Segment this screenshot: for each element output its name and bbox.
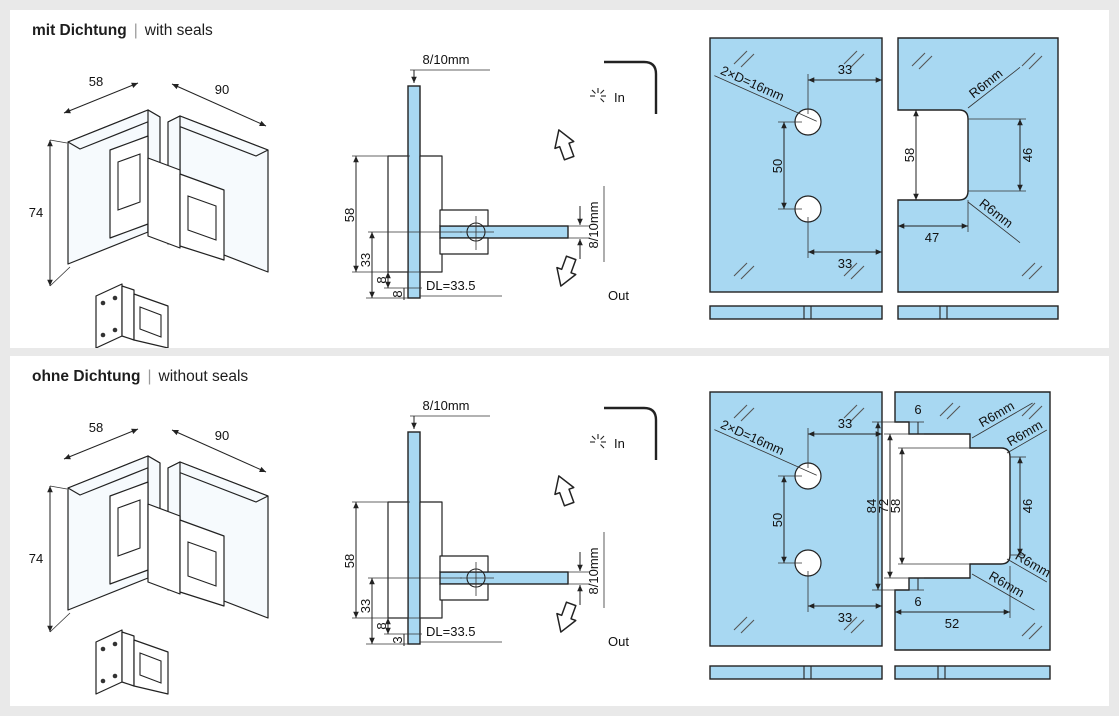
hole-offset-top-label: 33 bbox=[838, 62, 852, 77]
title-german: mit Dichtung bbox=[32, 22, 127, 39]
notch-inner-height-label: 46 bbox=[1020, 148, 1035, 162]
title-english: with seals bbox=[144, 22, 213, 39]
section-hinge-plate-bottom bbox=[439, 583, 489, 601]
section-hinge-plate-right bbox=[419, 501, 443, 619]
section-hinge-plate-top bbox=[439, 555, 489, 573]
notch-84-label: 84 bbox=[864, 499, 879, 513]
iso-depth-label: 58 bbox=[89, 420, 103, 435]
section-view: 8/10mm 58 33 bbox=[342, 52, 658, 303]
glass-cutout-holes: 33 50 33 2×D=16mm bbox=[709, 37, 883, 293]
hole-spacing-label: 50 bbox=[770, 159, 785, 173]
glass-hatch-marks bbox=[733, 404, 865, 634]
glass-offset-label: 8 bbox=[390, 290, 405, 297]
notch-58-label: 58 bbox=[888, 499, 903, 513]
glass-thickness-top-label: 8/10mm bbox=[423, 52, 470, 67]
edge-strip-right bbox=[894, 665, 1051, 680]
edge-strip-right bbox=[897, 305, 1059, 320]
dl-label: DL=33.5 bbox=[426, 278, 476, 293]
wall-corner-line bbox=[604, 406, 658, 460]
title-separator: | bbox=[147, 368, 152, 385]
edge-strip-left bbox=[709, 665, 883, 680]
iso-view: 58 90 74 bbox=[29, 74, 269, 348]
iso-hinge-detail bbox=[95, 629, 169, 695]
iso-hinge-body bbox=[109, 481, 225, 607]
dim-58-label: 58 bbox=[342, 554, 357, 568]
section-hinge-plate-bottom bbox=[439, 237, 489, 255]
iso-hinge-body bbox=[109, 135, 225, 261]
glass-hatch-marks bbox=[733, 50, 865, 280]
dim-33-label: 33 bbox=[358, 253, 373, 267]
in-arrow bbox=[554, 475, 575, 507]
dim-33-label: 33 bbox=[358, 599, 373, 613]
in-label: In bbox=[614, 90, 625, 105]
step-bottom-label: 6 bbox=[914, 594, 921, 609]
out-arrow bbox=[556, 601, 577, 633]
in-arrow bbox=[554, 129, 575, 161]
glass-thickness-right-label: 8/10mm bbox=[586, 548, 601, 595]
hole-offset-bottom-label: 33 bbox=[838, 610, 852, 625]
iso-hinge-detail bbox=[95, 283, 169, 348]
notch-depth-label: 52 bbox=[945, 616, 959, 631]
iso-height-label: 74 bbox=[29, 551, 43, 566]
notch-72-label: 72 bbox=[876, 499, 891, 513]
iso-width-label: 90 bbox=[215, 428, 229, 443]
glass-edge-strips bbox=[709, 305, 1059, 320]
technical-drawing-with-seals: 58 90 74 bbox=[29, 37, 1059, 348]
panel-title: ohne Dichtung | without seals bbox=[32, 368, 248, 386]
iso-height-label: 74 bbox=[29, 205, 43, 220]
title-separator: | bbox=[133, 22, 138, 39]
glass-cutout-notch: 6 84 72 58 46 bbox=[864, 391, 1053, 651]
hole-offset-top-label: 33 bbox=[838, 416, 852, 431]
technical-drawing-without-seals: 58 90 74 bbox=[29, 391, 1053, 695]
iso-depth-label: 58 bbox=[89, 74, 103, 89]
notch-height-label: 58 bbox=[902, 148, 917, 162]
glass-thickness-right-label: 8/10mm bbox=[586, 202, 601, 249]
dim-8-label: 8 bbox=[374, 622, 389, 629]
glass-hatch-marks bbox=[911, 52, 1043, 280]
glass-offset-label: 3 bbox=[390, 636, 405, 643]
section-hinge-plate-top bbox=[439, 209, 489, 227]
panel-without-seals: ohne Dichtung | without seals 58 90 74 bbox=[10, 356, 1109, 706]
glass-thickness-top-label: 8/10mm bbox=[423, 398, 470, 413]
glass-pane-notch bbox=[897, 37, 1059, 293]
section-hinge-plate-left bbox=[387, 501, 409, 619]
step-top-label: 6 bbox=[914, 402, 921, 417]
shine-icon bbox=[590, 434, 606, 449]
glass-cutout-holes: 33 50 33 2×D=16mm bbox=[709, 391, 883, 647]
in-label: In bbox=[614, 436, 625, 451]
out-label: Out bbox=[608, 634, 629, 649]
shine-icon bbox=[590, 88, 606, 103]
glass-edge-strips bbox=[709, 665, 1051, 680]
dim-8-label: 8 bbox=[374, 276, 389, 283]
hole-spacing-label: 50 bbox=[770, 513, 785, 527]
title-english: without seals bbox=[158, 368, 249, 385]
section-hinge-plate-right bbox=[419, 155, 443, 273]
section-hinge-plate-left bbox=[387, 155, 409, 273]
section-view: 8/10mm 58 33 bbox=[342, 398, 658, 649]
dim-58-label: 58 bbox=[342, 208, 357, 222]
notch-depth-label: 47 bbox=[925, 230, 939, 245]
wall-corner-line bbox=[604, 60, 658, 114]
panel-title: mit Dichtung | with seals bbox=[32, 22, 213, 40]
dl-label: DL=33.5 bbox=[426, 624, 476, 639]
out-label: Out bbox=[608, 288, 629, 303]
glass-cutout-notch: 58 46 47 R6mm R6mm bbox=[897, 37, 1059, 293]
iso-view: 58 90 74 bbox=[29, 420, 269, 695]
section-vertical-glass bbox=[407, 431, 421, 645]
iso-width-label: 90 bbox=[215, 82, 229, 97]
edge-strip-left bbox=[709, 305, 883, 320]
section-vertical-glass bbox=[407, 85, 421, 299]
panel-with-seals: mit Dichtung | with seals 58 90 74 bbox=[10, 10, 1109, 348]
hole-offset-bottom-label: 33 bbox=[838, 256, 852, 271]
out-arrow bbox=[556, 255, 577, 287]
notch-46-label: 46 bbox=[1020, 499, 1035, 513]
glass-hatch-marks bbox=[939, 402, 1043, 640]
title-german: ohne Dichtung bbox=[32, 368, 141, 385]
